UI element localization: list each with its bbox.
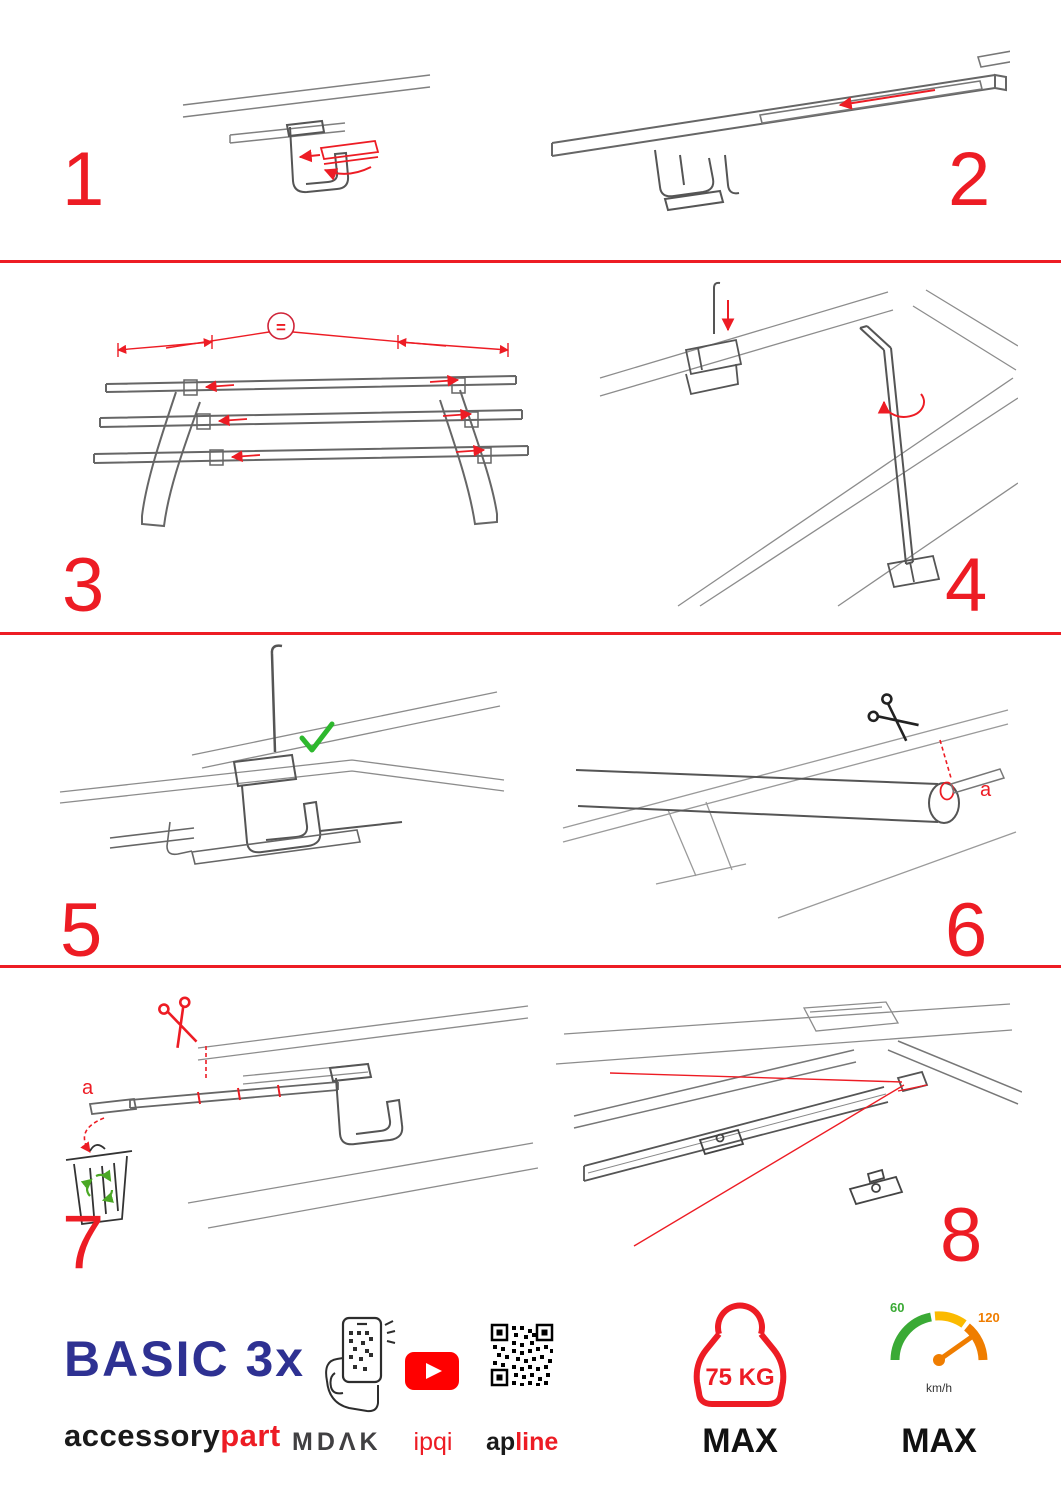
equal-sign: = xyxy=(276,318,286,337)
strap-rod xyxy=(270,644,283,753)
brand-logo-red: part xyxy=(220,1418,281,1453)
scissors-icon xyxy=(156,995,204,1051)
speed-low-label: 60 xyxy=(890,1300,904,1315)
step-6-illustration: a xyxy=(548,680,1018,920)
rotate-arrow xyxy=(877,393,925,418)
crossbar xyxy=(583,1086,889,1182)
label-a: a xyxy=(82,1077,94,1099)
step-4-illustration xyxy=(588,278,1018,608)
lower-clamp xyxy=(886,554,941,589)
roof-rails xyxy=(573,1040,1022,1129)
speedometer-needle xyxy=(936,1333,976,1363)
cut-marks xyxy=(197,1084,281,1105)
step-8-illustration xyxy=(552,988,1022,1253)
speed-unit-label: km/h xyxy=(926,1381,952,1395)
weight-value: 75 KG xyxy=(705,1364,774,1391)
step-7-illustration: a xyxy=(38,988,538,1238)
step-number-5: 5 xyxy=(60,888,103,973)
step-number-4: 4 xyxy=(945,543,988,628)
apline-logo-black: ap xyxy=(486,1428,516,1456)
apline-logo-red: line xyxy=(515,1428,559,1456)
front-clamp xyxy=(684,338,743,396)
speed-high-label: 120 xyxy=(978,1310,1000,1325)
rubber-strip xyxy=(88,1081,339,1115)
discard-arrow xyxy=(80,1117,105,1153)
step-number-1: 1 xyxy=(62,137,105,222)
cut-line xyxy=(939,739,952,779)
rubber-strip xyxy=(950,768,1006,794)
speed-max-label: MAX xyxy=(901,1422,977,1460)
section-divider-1 xyxy=(0,260,1061,263)
step-3-illustration: = xyxy=(48,290,538,545)
equal-spacing-dimension: = xyxy=(117,312,509,357)
section-divider-3 xyxy=(0,965,1061,968)
qr-code xyxy=(490,1323,554,1387)
brand-logo-black: accessory xyxy=(64,1418,221,1453)
roof-lines xyxy=(187,1005,538,1229)
section-divider-2 xyxy=(0,632,1061,635)
scissors-icon xyxy=(865,691,924,747)
phone-qr-icon xyxy=(315,1315,400,1415)
step-2-illustration xyxy=(540,35,1010,225)
step-number-7: 7 xyxy=(62,1200,105,1285)
clamp-assembly xyxy=(232,753,403,854)
crossbar-profile xyxy=(575,769,960,824)
product-title: BASIC 3x xyxy=(64,1331,306,1387)
clamp-bracket xyxy=(328,1062,404,1146)
roof-edge-lines xyxy=(182,74,431,144)
adapter-in-channel xyxy=(698,1128,745,1156)
youtube-icon xyxy=(405,1352,459,1390)
roof-lines xyxy=(59,691,505,804)
alignment-lines xyxy=(609,1072,928,1247)
locking-pin xyxy=(713,281,721,334)
step-5-illustration xyxy=(52,640,512,910)
adjust-arrows xyxy=(204,374,486,463)
roof-lines xyxy=(555,1001,1013,1065)
check-icon xyxy=(299,721,335,753)
crossbars xyxy=(93,375,529,464)
step-number-3: 3 xyxy=(62,543,105,628)
kettlebell-icon: 75 KG xyxy=(673,1292,807,1414)
brand-logo: accessorypart xyxy=(64,1418,281,1454)
cover-strip xyxy=(759,50,1010,124)
insert-arrows xyxy=(298,149,372,181)
adapter-loose xyxy=(848,1168,904,1206)
step-1-illustration xyxy=(175,55,435,245)
door-frame xyxy=(109,821,361,865)
speedometer-icon: 60 120 km/h xyxy=(876,1290,1002,1408)
step-number-8: 8 xyxy=(940,1193,983,1278)
roof-lines xyxy=(599,289,1018,607)
mdak-logo: MDΛK xyxy=(292,1428,382,1456)
step-number-2: 2 xyxy=(948,137,991,222)
allen-key xyxy=(859,325,914,565)
step-number-6: 6 xyxy=(945,888,988,973)
label-a: a xyxy=(980,779,992,801)
weight-max-label: MAX xyxy=(702,1422,778,1460)
recycle-icon xyxy=(80,1169,114,1203)
apline-logo: apline xyxy=(486,1428,558,1457)
foot-clamp xyxy=(654,149,740,212)
ipqi-logo: ipqi xyxy=(413,1428,453,1456)
support-legs xyxy=(141,389,498,528)
slide-arrow xyxy=(838,89,936,110)
insert-plate-red xyxy=(319,140,380,165)
rail-lines xyxy=(562,709,1017,919)
